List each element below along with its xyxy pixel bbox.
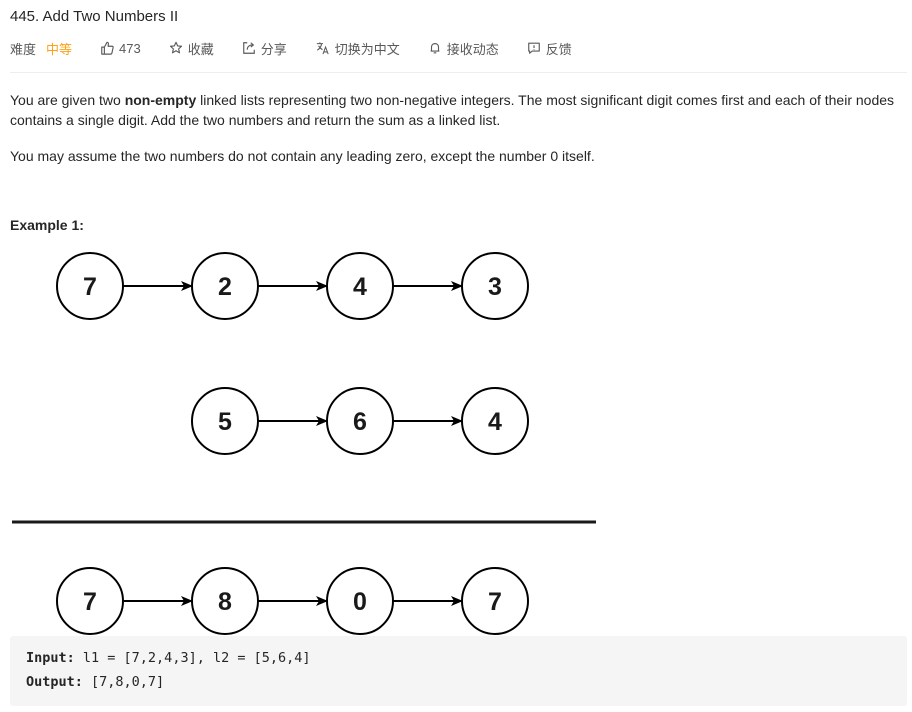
feedback-label: 反馈 [545, 41, 572, 57]
list-node: 5 [191, 387, 259, 455]
share-icon [242, 42, 255, 54]
list-node: 0 [326, 567, 394, 635]
output-key: Output: [26, 674, 83, 690]
problem-title: 445. Add Two Numbers II [10, 8, 179, 25]
list-node-value: 0 [353, 588, 367, 616]
output-value: [7,8,0,7] [82, 674, 165, 690]
like-count: 473 [119, 40, 141, 56]
feedback-icon [527, 42, 540, 54]
favorite-button[interactable]: 收藏 [169, 39, 214, 58]
example-output-line: Output: [7,8,0,7] [26, 674, 164, 690]
list-node: 7 [56, 567, 124, 635]
list-node-value: 2 [218, 273, 232, 301]
star-icon [169, 41, 182, 54]
list-node-value: 8 [218, 588, 232, 616]
list-node-value: 7 [83, 588, 97, 616]
list-node-circle [461, 567, 529, 635]
subscribe-button[interactable]: 接收动态 [428, 39, 499, 58]
header-divider [10, 72, 907, 73]
share-label: 分享 [260, 41, 287, 57]
switch-language-label: 切换为中文 [334, 41, 400, 57]
problem-meta-bar: 难度 中等 473 收藏 分享 切换为中文 接收动态 [10, 38, 600, 58]
list-node: 8 [191, 567, 259, 635]
list-l1: 7 2 4 3 [56, 252, 529, 320]
list-node: 4 [326, 252, 394, 320]
description-paragraph-1: You are given two non-empty linked lists… [10, 90, 900, 130]
example-input-line: Input: l1 = [7,2,4,3], l2 = [5,6,4] [26, 650, 310, 666]
example-code-block: Input: l1 = [7,2,4,3], l2 = [5,6,4] Outp… [10, 636, 907, 706]
list-node: 7 [461, 567, 529, 635]
linked-list-diagram: 7 2 4 3 5 6 4 7 8 0 7 [12, 252, 596, 635]
list-node-value: 7 [488, 588, 502, 616]
list-node: 3 [461, 252, 529, 320]
list-node-circle [461, 387, 529, 455]
input-key: Input: [26, 650, 75, 666]
share-button[interactable]: 分享 [242, 39, 287, 58]
list-node-value: 3 [488, 273, 502, 301]
list-l2: 5 6 4 [191, 387, 529, 455]
list-node: 2 [191, 252, 259, 320]
list-node: 7 [56, 252, 124, 320]
list-node: 6 [326, 387, 394, 455]
thumbs-up-icon [101, 41, 114, 55]
list-node-value: 4 [353, 273, 367, 301]
difficulty-value: 中等 [46, 41, 73, 57]
bell-icon [430, 43, 440, 54]
list-node-value: 6 [353, 408, 367, 436]
description-bold-text: non-empty [124, 92, 197, 108]
list-result: 7 8 0 7 [56, 567, 529, 635]
switch-language-button[interactable]: 切换为中文 [315, 39, 400, 58]
list-node-circle [461, 252, 529, 320]
description-text: You are given two [10, 92, 125, 108]
list-node-value: 7 [83, 273, 97, 301]
like-button[interactable]: 473 [100, 41, 141, 56]
list-node: 4 [461, 387, 529, 455]
example-title: Example 1: [10, 217, 84, 233]
favorite-label: 收藏 [187, 41, 214, 57]
subscribe-label: 接收动态 [446, 41, 499, 57]
difficulty-label: 难度 [10, 41, 37, 57]
input-value: l1 = [7,2,4,3], l2 = [5,6,4] [74, 650, 311, 666]
feedback-button[interactable]: 反馈 [527, 39, 572, 58]
translate-icon [316, 42, 329, 55]
list-node-value: 4 [488, 408, 502, 436]
list-node-value: 5 [218, 408, 232, 436]
difficulty: 难度 中等 [10, 39, 72, 58]
description-text: linked lists representing two non-negati… [10, 92, 895, 128]
description-paragraph-2: You may assume the two numbers do not co… [10, 148, 595, 164]
